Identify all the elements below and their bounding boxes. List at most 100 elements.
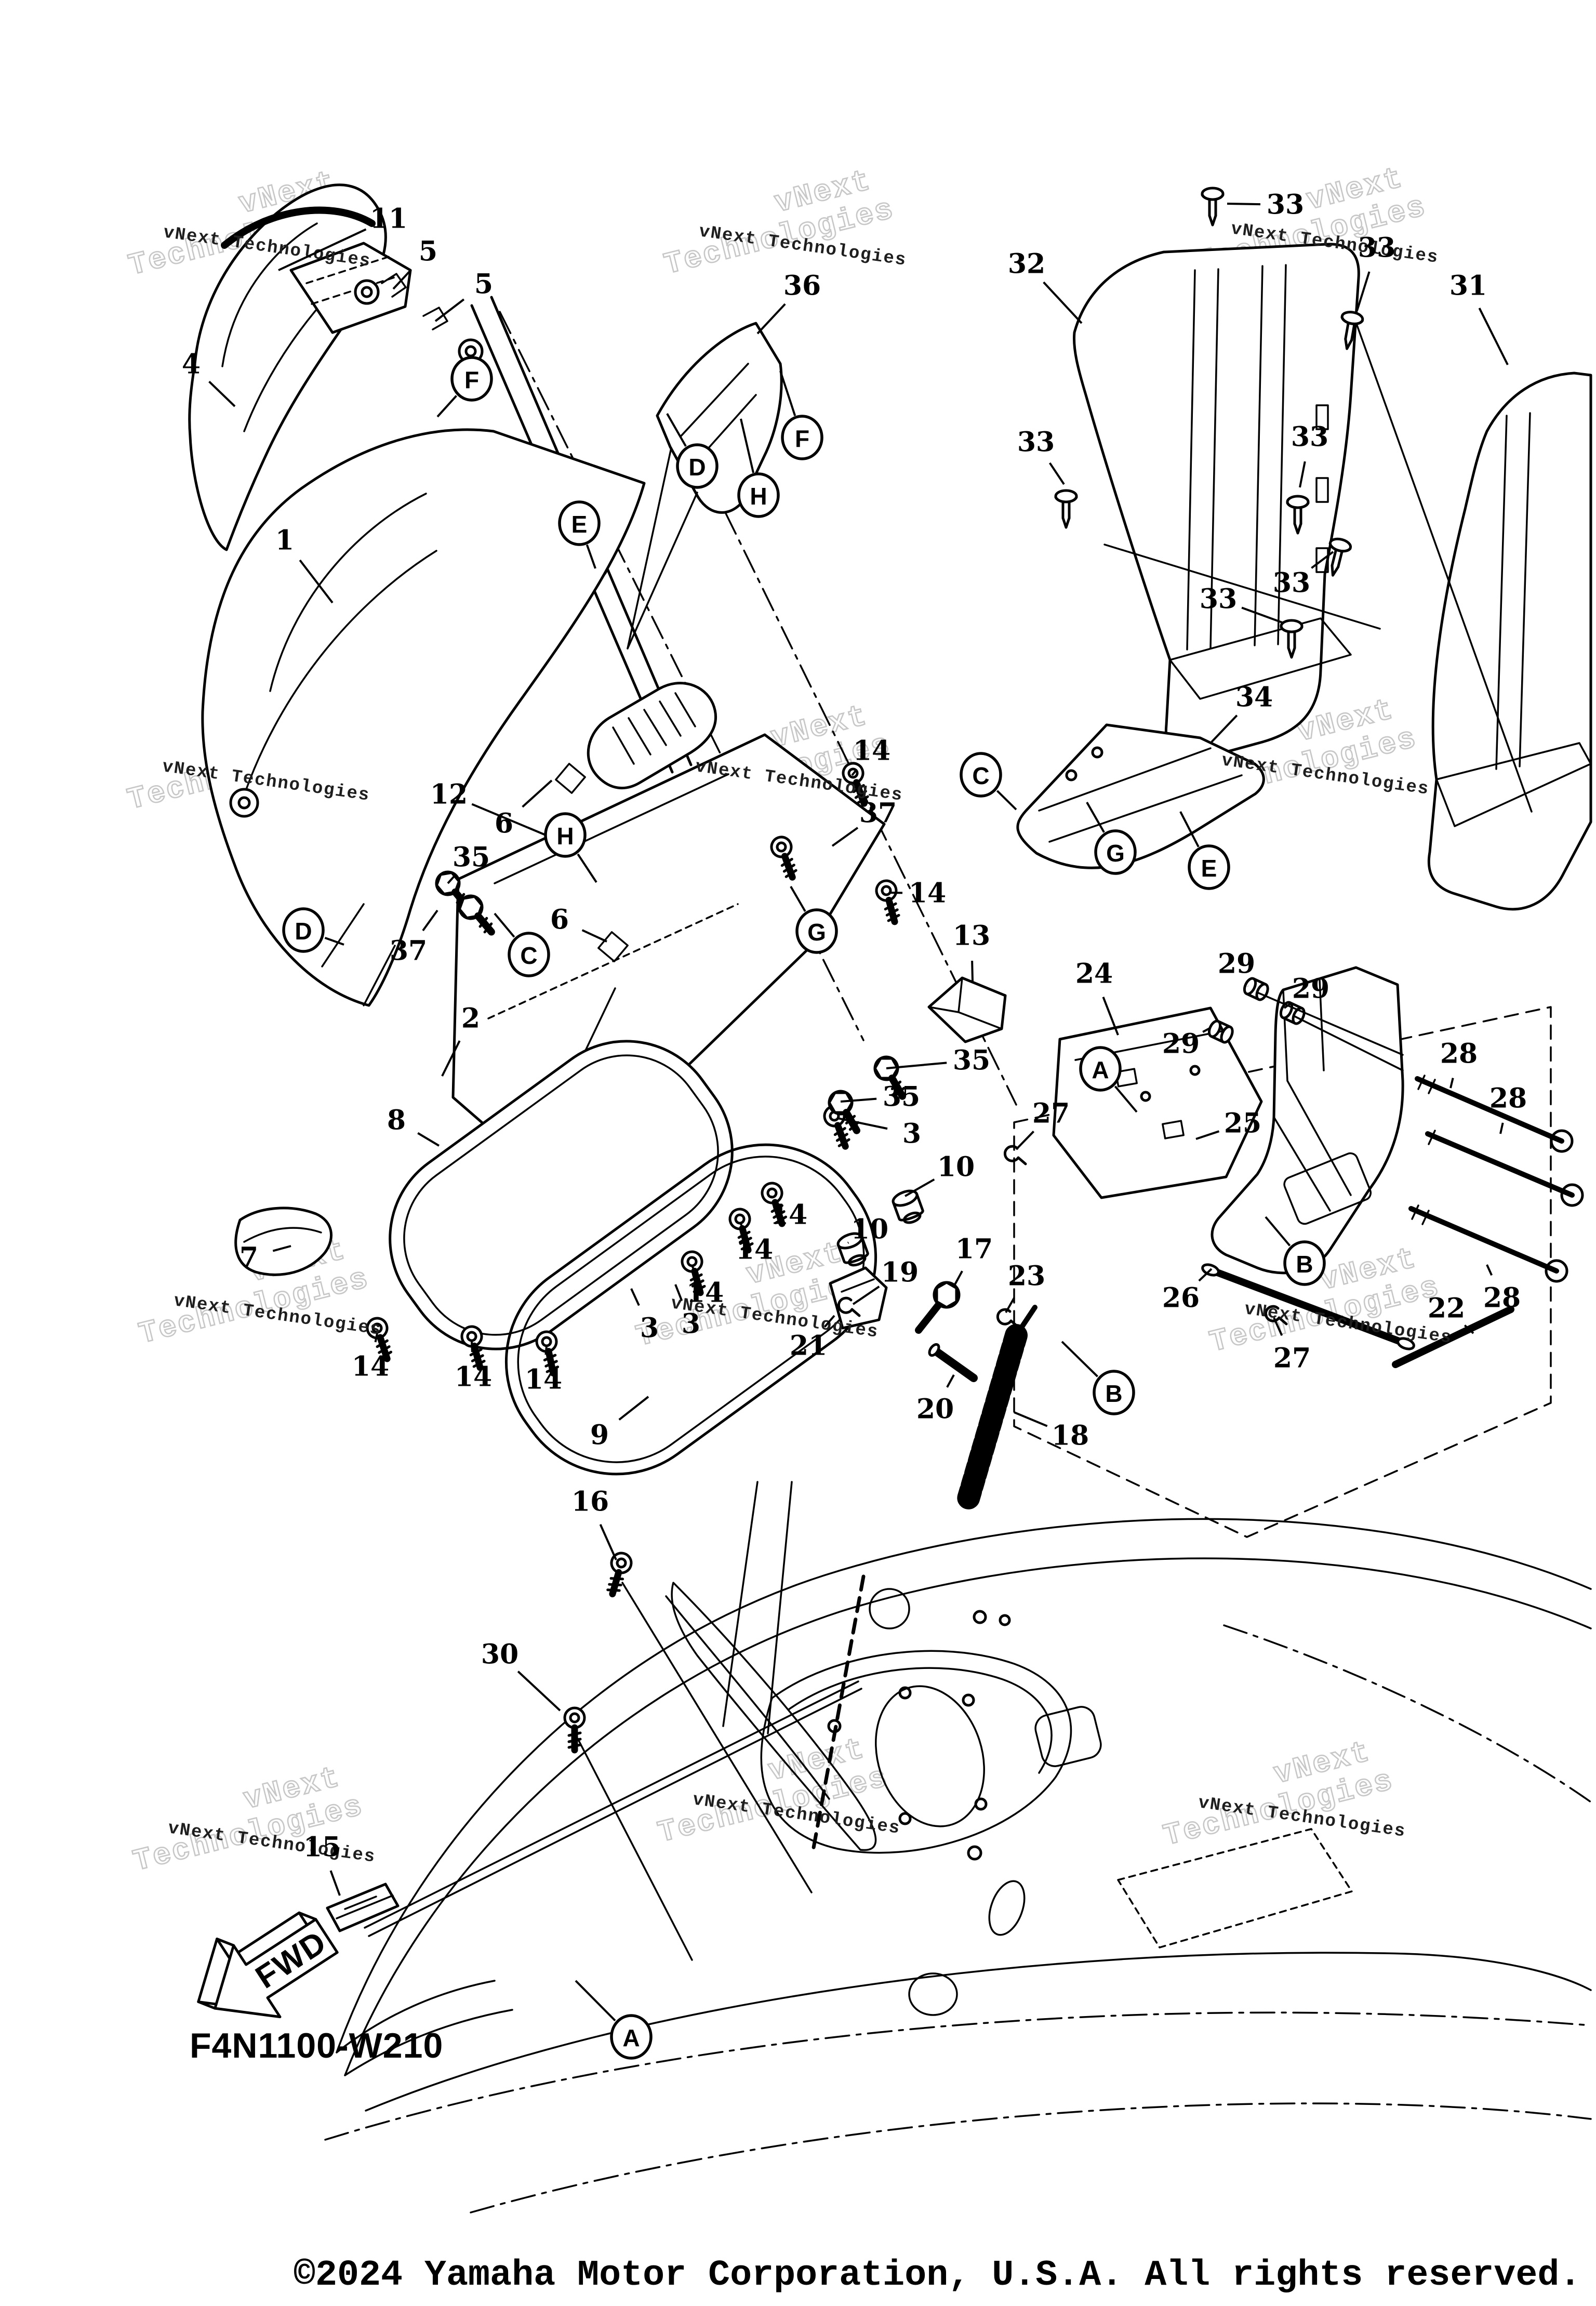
part-number-label: 14 <box>686 1277 724 1309</box>
callout-letter: C <box>972 762 989 789</box>
part-number-label: 35 <box>883 1081 920 1113</box>
leader-line <box>392 269 412 290</box>
leader-line <box>278 228 367 271</box>
callout-letter: G <box>1106 840 1125 867</box>
leader-line <box>299 559 334 604</box>
copyright-text: ©2024 Yamaha Motor Corporation, U.S.A. A… <box>294 2255 1581 2296</box>
part-number-label: 12 <box>430 779 468 811</box>
leader-line <box>417 1132 440 1147</box>
leader-line <box>823 1315 835 1328</box>
leader-line <box>740 418 755 473</box>
part-number-label: 28 <box>1483 1282 1521 1314</box>
part-number-label: 15 <box>303 1832 341 1863</box>
leader-line <box>1211 714 1238 743</box>
leader-line <box>581 929 607 943</box>
leader-line <box>1241 606 1283 624</box>
part-number-label: 29 <box>1292 973 1329 1005</box>
leader-line <box>770 1195 773 1198</box>
diagram-code: F4N1100-W210 <box>190 2026 444 2065</box>
leader-line <box>1356 271 1371 311</box>
part-number-label: 13 <box>953 920 990 952</box>
leader-line <box>374 1333 378 1343</box>
part-number-label: 33 <box>1017 427 1055 458</box>
callout-circle <box>737 472 780 518</box>
leader-line <box>840 1097 877 1103</box>
part-number-label: 34 <box>1235 682 1273 713</box>
leader-line <box>666 413 687 447</box>
part-number-label: 26 <box>1162 1282 1200 1314</box>
part-number-label: 9 <box>590 1420 609 1451</box>
trim-strip-and-screws <box>326 1550 862 1961</box>
leader-line <box>1014 1411 1048 1427</box>
leader-line <box>1015 1131 1034 1150</box>
callout-circle <box>1188 844 1230 890</box>
leader-line <box>851 770 857 776</box>
part-number-label: 23 <box>1008 1261 1045 1292</box>
leader-line <box>1195 1130 1220 1140</box>
side-panels-3231 <box>1056 188 1592 911</box>
leader-line <box>852 1285 880 1305</box>
part-number-label: 7 <box>240 1242 258 1274</box>
callout-circle <box>450 356 493 402</box>
part-number-label: 3 <box>902 1118 921 1150</box>
leader-line <box>1086 802 1105 833</box>
leader-line <box>971 960 974 982</box>
callout-circle <box>960 752 1002 798</box>
part-number-label: 28 <box>1489 1083 1527 1115</box>
part-number-label: 36 <box>783 270 821 302</box>
part-number-label: 17 <box>955 1234 993 1265</box>
callout-letter: H <box>556 823 574 850</box>
leader-line <box>691 1265 696 1271</box>
part-number-label: 20 <box>916 1394 954 1425</box>
part-number-label: 25 <box>1224 1108 1261 1139</box>
part-number-label: 32 <box>1008 248 1045 280</box>
leader-line <box>831 827 859 847</box>
leader-line <box>272 1245 291 1252</box>
leader-line <box>1311 551 1334 569</box>
part-number-label: 3 <box>682 1308 700 1340</box>
leader-line <box>630 1288 640 1306</box>
leader-line <box>441 1040 461 1077</box>
leader-line <box>1449 1078 1454 1089</box>
leader-line <box>1464 1324 1474 1334</box>
hood-assembly <box>188 183 1017 1106</box>
part-number-label: 35 <box>453 842 490 873</box>
part-number-label: 5 <box>474 269 493 300</box>
part-number-label: 37 <box>859 798 897 829</box>
callout-letter: A <box>622 2024 640 2051</box>
callout-letter: C <box>520 942 537 969</box>
diagram-artwork: FWD <box>188 183 1592 2214</box>
cable-spring-hardware <box>839 1281 1038 1510</box>
leader-line <box>1048 462 1065 485</box>
callout-circle <box>1093 1370 1135 1415</box>
callout-circle <box>282 907 325 953</box>
part-number-label: 22 <box>1428 1293 1465 1324</box>
leader-line <box>954 1270 963 1285</box>
part-number-label: 21 <box>790 1330 827 1362</box>
leader-line <box>739 1222 744 1228</box>
callout-circle <box>544 812 587 858</box>
callout-letter: A <box>1092 1056 1109 1083</box>
part-number-label: 2 <box>461 1003 480 1035</box>
part-number-label: 33 <box>1273 567 1310 599</box>
part-number-label: 10 <box>851 1214 888 1245</box>
part-number-label: 6 <box>495 808 513 840</box>
leader-line <box>756 303 786 335</box>
part-number-label: 14 <box>853 735 890 767</box>
leader-line <box>1043 281 1083 324</box>
leader-line <box>471 803 552 839</box>
callout-letter: G <box>807 919 826 946</box>
leader-line <box>790 885 806 912</box>
leader-line <box>1283 1002 1292 1009</box>
leader-line <box>837 1117 888 1130</box>
callout-letter: F <box>795 425 809 452</box>
leader-line <box>674 1284 683 1302</box>
part-number-label: 19 <box>881 1257 919 1289</box>
leader-line <box>886 1062 947 1069</box>
callout-circle <box>1283 1240 1326 1286</box>
callout-letter: B <box>1296 1251 1313 1278</box>
leader-line <box>434 298 465 322</box>
leader-line <box>996 790 1017 811</box>
leader-line <box>436 395 457 418</box>
